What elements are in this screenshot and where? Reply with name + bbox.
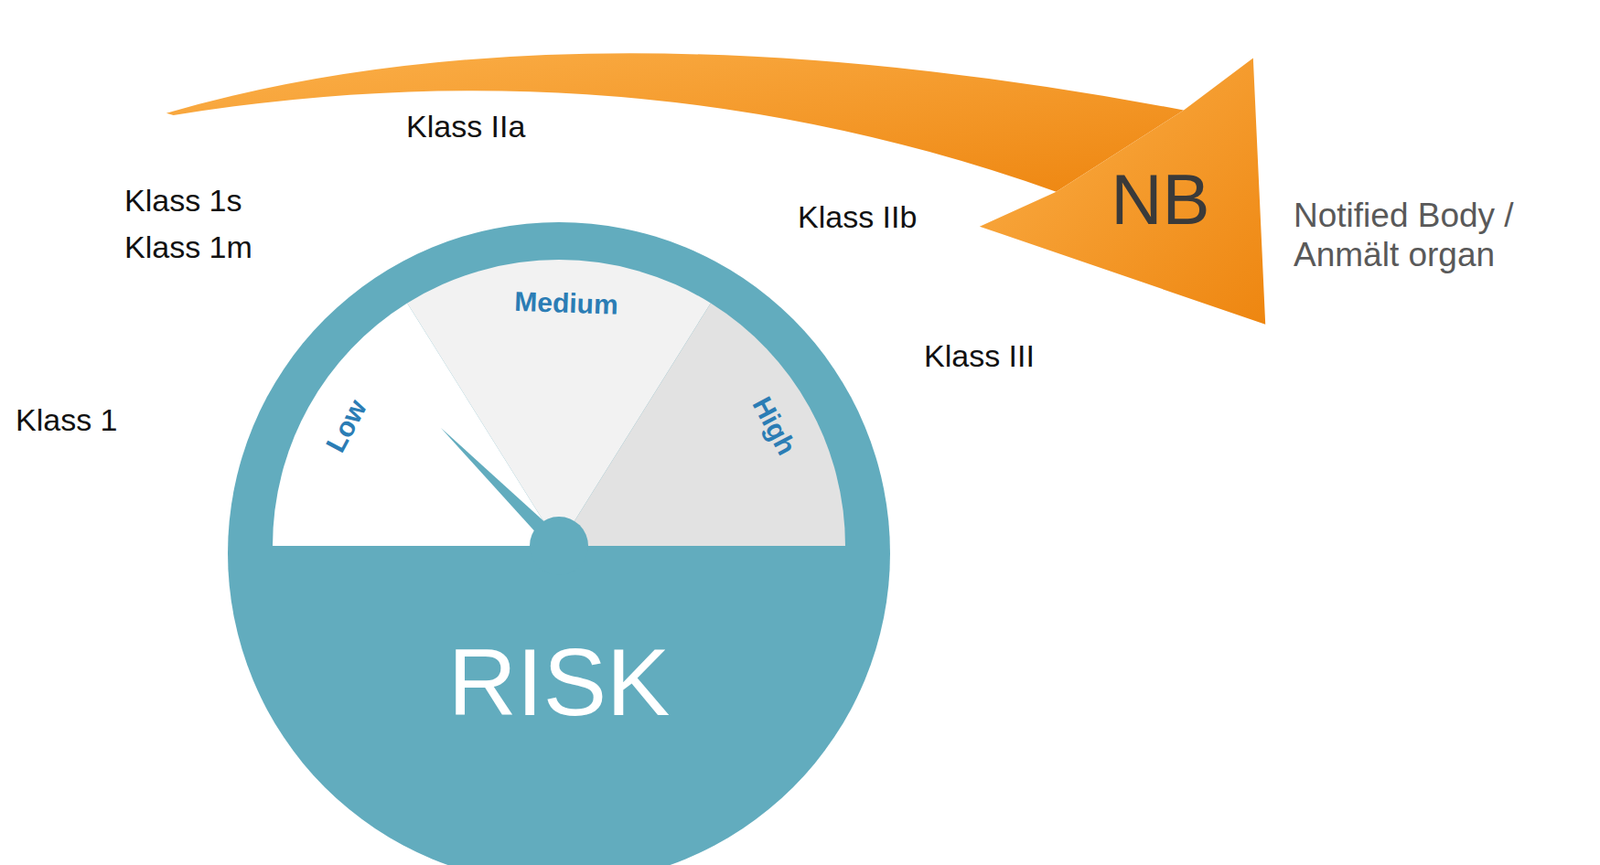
needle-hub <box>529 516 589 576</box>
class-label: Klass IIb <box>797 199 917 236</box>
class-label: Klass 1 <box>15 402 119 439</box>
gauge-body <box>227 222 891 865</box>
node-text: NB <box>1110 159 1211 242</box>
class-label: Klass IIa <box>406 108 526 145</box>
class-label: Klass 1m <box>124 229 253 266</box>
notified-body-label: Notified Body / Anmält organ <box>1293 196 1568 275</box>
notified-body-arrowhead: NB <box>1103 155 1218 246</box>
node-text: RISK <box>448 628 671 739</box>
risk-level-label: Medium <box>514 286 619 322</box>
risk-gauge <box>227 222 891 865</box>
class-label: Klass 1s <box>124 182 243 219</box>
risk-gauge-node: RISK <box>440 624 678 742</box>
gauge-sector <box>558 303 846 547</box>
class-label: Klass III <box>923 338 1035 375</box>
